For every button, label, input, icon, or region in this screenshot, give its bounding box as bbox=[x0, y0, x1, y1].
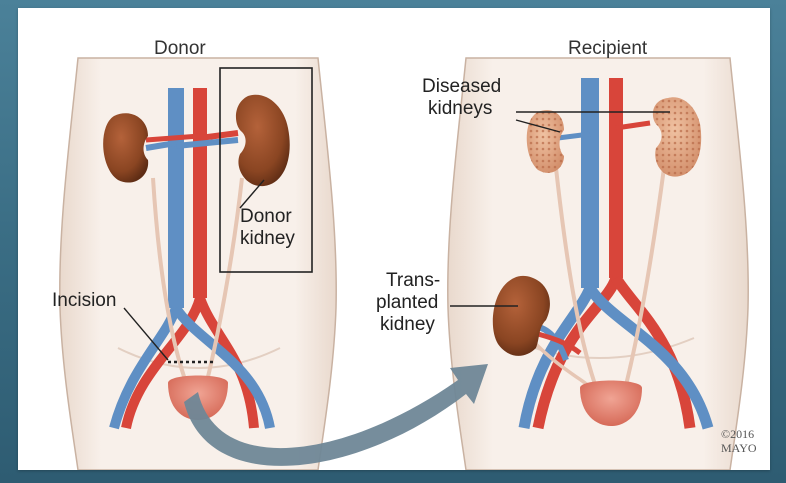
donor-kidney-label-line2: kidney bbox=[240, 228, 295, 250]
recipient-title: Recipient bbox=[568, 38, 647, 60]
transplanted-label-line3: kidney bbox=[380, 314, 435, 336]
illustration-panel: Donor Recipient Donor kidney Incision Di… bbox=[18, 8, 770, 470]
diseased-label-line1: Diseased bbox=[422, 76, 501, 98]
diseased-label-line2: kidneys bbox=[428, 98, 492, 120]
incision-label: Incision bbox=[52, 290, 116, 312]
kidney-transplant-diagram bbox=[18, 8, 770, 470]
transplanted-label-line2: planted bbox=[376, 292, 438, 314]
copyright-org: MAYO bbox=[721, 442, 757, 455]
transplanted-label-line1: Trans- bbox=[386, 270, 440, 292]
donor-kidney-label-line1: Donor bbox=[240, 206, 292, 228]
donor-title: Donor bbox=[154, 38, 206, 60]
copyright-year: ©2016 bbox=[721, 428, 754, 441]
